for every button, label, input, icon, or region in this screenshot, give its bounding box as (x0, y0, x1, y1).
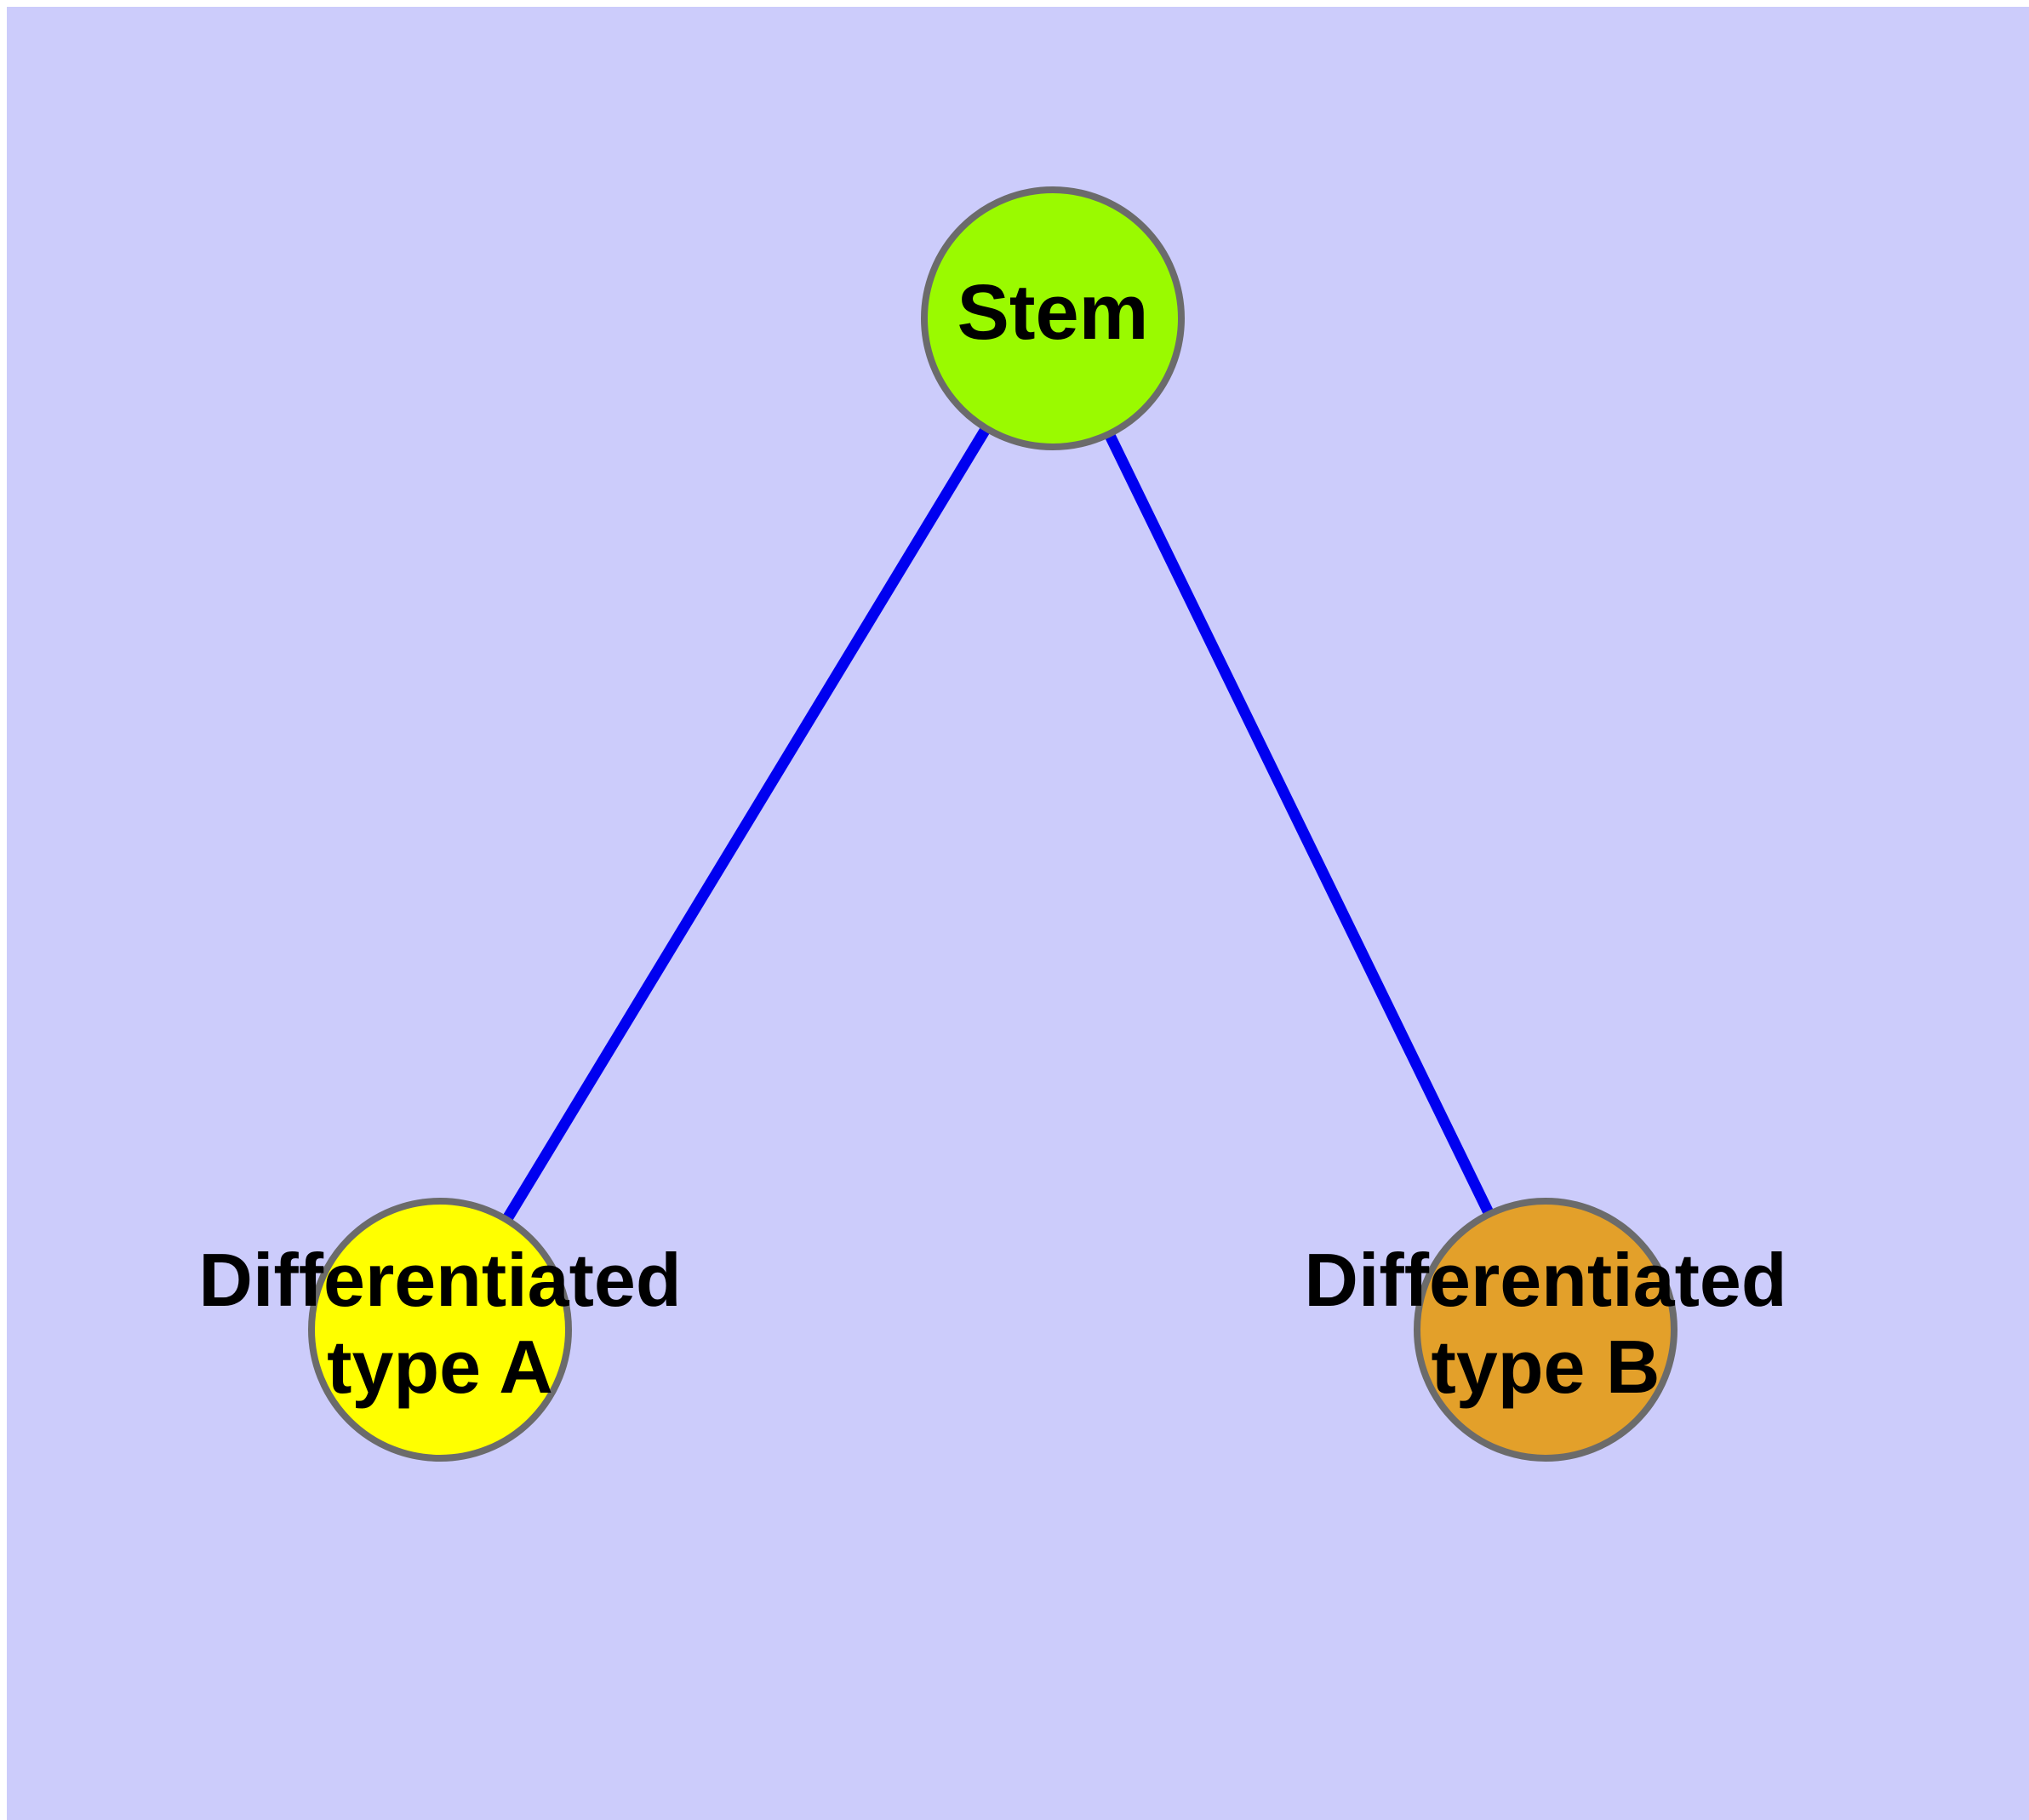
edges-layer (435, 315, 1551, 1333)
node-label-stem: Stem (957, 269, 1149, 356)
graph-edge[interactable] (1048, 316, 1551, 1332)
node-label-line: type B (1432, 1325, 1660, 1409)
node-label-line: type A (327, 1325, 553, 1409)
graph-node-stem[interactable]: Stem (921, 186, 1185, 450)
node-circle-diff_b[interactable] (1414, 1198, 1677, 1462)
node-label-line: Differentiated (1304, 1238, 1786, 1322)
node-label-line: Differentiated (198, 1238, 681, 1322)
node-circle-diff_a[interactable] (308, 1198, 572, 1462)
graph-edge[interactable] (435, 315, 1058, 1333)
node-circle-stem[interactable] (921, 186, 1185, 450)
node-label-line: Stem (957, 269, 1149, 356)
